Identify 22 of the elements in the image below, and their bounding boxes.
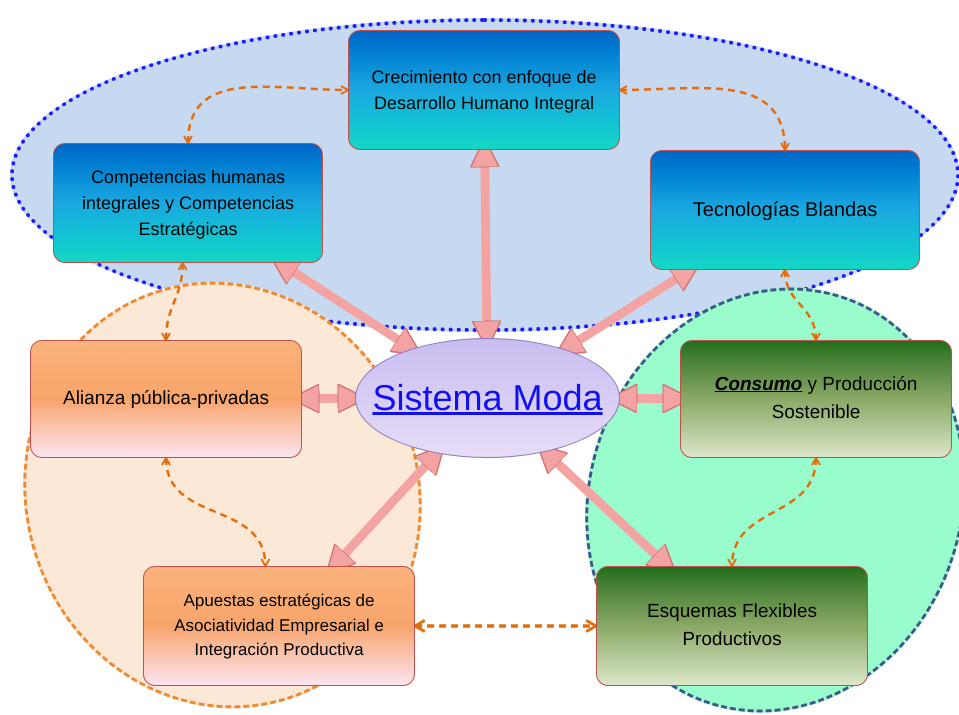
box-text: Apuestas estratégicas de Asociatividad Empresarial e Integración Productiva [173,590,385,662]
dashed-arrow [162,457,270,567]
box-text: Consumo y Producción Sostenible [714,373,918,425]
process-box [650,150,920,270]
box-text: Alianza pública-privadas [63,387,269,412]
process-box [143,566,415,686]
dashed-arrow [414,619,598,633]
dashed-arrow [619,84,790,151]
dashed-arrow [728,457,820,567]
process-box [30,340,302,458]
dashed-arrow [184,84,349,144]
process-box [680,340,952,458]
box-text: Competencias humanas integrales y Competencias Estratégicas [80,166,296,242]
process-box [53,143,323,263]
box-text: Tecnologías Blandas [692,198,878,222]
box-text: Esquemas Flexibles Productivos [646,600,818,652]
process-box [596,566,868,686]
dashed-arrow [780,269,820,341]
hub-title: Sistema Moda [372,376,603,420]
dashed-arrow [161,262,188,341]
process-box [348,30,620,150]
box-text: Crecimiento con enfoque de Desarrollo Humano Integral [370,66,598,115]
